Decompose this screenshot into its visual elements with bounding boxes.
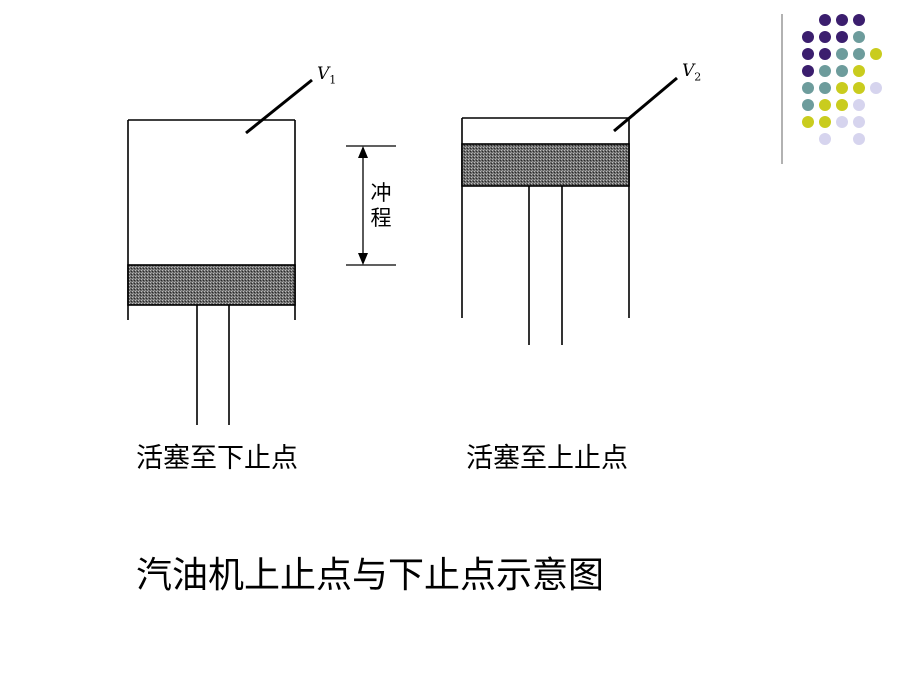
caption-top-dead-center: 活塞至上止点 — [466, 443, 628, 474]
stroke-label-bottom: 程 — [370, 206, 392, 230]
v1-leader-line — [245, 78, 313, 135]
cylinder-top-dead-center — [461, 76, 678, 345]
dot-lavender — [819, 133, 831, 145]
dot-purple — [802, 65, 814, 77]
dot-lavender — [853, 133, 865, 145]
dot-purple — [836, 31, 848, 43]
dot-teal — [802, 99, 814, 111]
dot-yellow — [853, 65, 865, 77]
cylinder-bottom-dead-center — [127, 78, 313, 425]
dot-yellow — [819, 116, 831, 128]
dot-teal — [853, 48, 865, 60]
dot-purple — [836, 14, 848, 26]
stroke-dimension — [346, 145, 396, 266]
dot-purple — [853, 14, 865, 26]
v1-label: V1 — [317, 64, 337, 87]
dot-teal — [802, 82, 814, 94]
dot-lavender — [836, 116, 848, 128]
dot-yellow — [870, 48, 882, 60]
stroke-label-top: 冲 — [370, 181, 392, 205]
dot-teal — [819, 65, 831, 77]
dot-purple — [802, 31, 814, 43]
dot-teal — [836, 65, 848, 77]
dot-purple — [819, 14, 831, 26]
dot-yellow — [853, 82, 865, 94]
dot-purple — [819, 48, 831, 60]
dot-lavender — [870, 82, 882, 94]
slide-title: 汽油机上止点与下止点示意图 — [136, 555, 605, 596]
dot-teal — [819, 82, 831, 94]
dot-yellow — [802, 116, 814, 128]
dot-yellow — [836, 82, 848, 94]
dot-teal — [853, 31, 865, 43]
dot-purple — [819, 31, 831, 43]
caption-bottom-dead-center: 活塞至下止点 — [136, 443, 298, 474]
arrow-down — [358, 253, 368, 265]
v2-leader-line — [613, 76, 678, 133]
v2-label: V2 — [682, 61, 702, 84]
piston — [127, 264, 296, 306]
dot-yellow — [836, 99, 848, 111]
arrow-up — [358, 146, 368, 158]
decorative-dot-grid — [802, 14, 882, 145]
dot-lavender — [853, 99, 865, 111]
dot-yellow — [819, 99, 831, 111]
dot-purple — [802, 48, 814, 60]
piston — [461, 143, 630, 187]
dot-teal — [836, 48, 848, 60]
dot-lavender — [853, 116, 865, 128]
